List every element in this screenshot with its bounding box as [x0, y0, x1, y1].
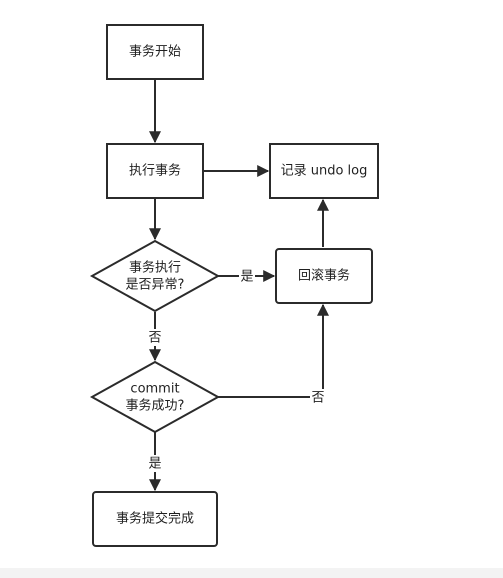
node-start: 事务开始	[106, 24, 204, 80]
svg-text:是: 是	[240, 270, 253, 285]
svg-text:是否异常?: 是否异常?	[126, 278, 185, 293]
node-commit-check: commit 事务成功?	[89, 360, 221, 434]
node-exception-check: 事务执行 是否异常?	[89, 239, 221, 313]
edge-commit-no-to-rollback	[218, 303, 329, 398]
edge-label-exception-no: 否	[147, 329, 163, 346]
bottom-bar	[0, 568, 503, 578]
node-record-undo: 记录 undo log	[269, 143, 379, 199]
svg-text:事务执行: 事务执行	[129, 260, 181, 276]
svg-text:是: 是	[148, 457, 161, 472]
node-complete: 事务提交完成	[92, 491, 218, 547]
svg-text:事务提交完成: 事务提交完成	[116, 511, 194, 527]
node-rollback: 回滚事务	[275, 248, 373, 304]
svg-text:事务成功?: 事务成功?	[126, 398, 185, 414]
svg-text:否: 否	[311, 391, 324, 406]
svg-text:回滚事务: 回滚事务	[298, 268, 350, 284]
edge-label-commit-yes: 是	[147, 455, 163, 472]
svg-text:事务开始: 事务开始	[129, 44, 181, 60]
edge-label-commit-no: 否	[310, 389, 326, 406]
svg-text:否: 否	[148, 331, 161, 346]
svg-text:记录 undo log: 记录 undo log	[281, 164, 368, 179]
svg-text:commit: commit	[130, 382, 179, 397]
svg-text:执行事务: 执行事务	[129, 163, 181, 179]
node-execute: 执行事务	[106, 143, 204, 199]
edge-label-exception-yes: 是	[239, 268, 255, 285]
